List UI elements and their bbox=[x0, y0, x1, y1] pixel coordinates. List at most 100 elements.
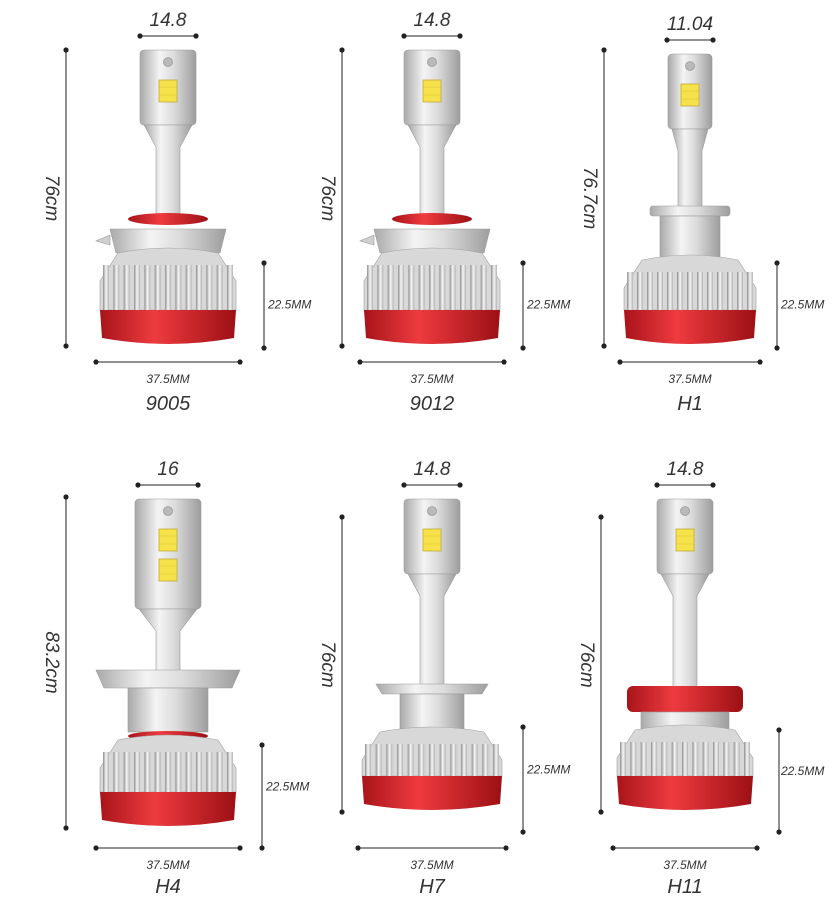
heatsink-fin bbox=[713, 742, 719, 776]
top-width-label: 14.8 bbox=[414, 10, 451, 31]
dimension-endpoint bbox=[401, 33, 407, 39]
bulb-neck bbox=[407, 573, 457, 691]
heatsink-fin bbox=[386, 744, 393, 776]
dimension-endpoint bbox=[401, 482, 407, 488]
dimension-endpoint bbox=[63, 494, 69, 500]
heatsink-fin bbox=[367, 265, 373, 310]
heatsink-fin bbox=[103, 752, 109, 792]
heatsink-height-label: 22.5MM bbox=[780, 764, 824, 778]
heatsink-fin bbox=[144, 752, 151, 792]
dimension-endpoint bbox=[601, 343, 607, 349]
overall-height-label: 76cm bbox=[317, 175, 338, 221]
heatsink-fin bbox=[418, 265, 425, 310]
bulb-illustration bbox=[95, 498, 241, 826]
heatsink-fin bbox=[747, 272, 753, 310]
dimension-endpoint bbox=[339, 809, 345, 815]
heatsink-fin bbox=[727, 272, 733, 310]
heatsink-fin bbox=[692, 742, 699, 776]
led-chip bbox=[158, 79, 178, 103]
overall-height-label: 83.2cm bbox=[41, 631, 62, 693]
heatsink-fin bbox=[175, 752, 182, 792]
heatsink-fin bbox=[196, 265, 202, 310]
heatsink-fins bbox=[616, 724, 754, 777]
heatsink-height-label: 22.5MM bbox=[267, 298, 311, 312]
screw-icon bbox=[427, 57, 437, 67]
heatsink-fin bbox=[377, 265, 384, 310]
dimension-endpoint bbox=[776, 727, 782, 733]
dimension-endpoint bbox=[93, 845, 99, 851]
heatsink-fin bbox=[113, 265, 120, 310]
heatsink-fins bbox=[99, 734, 237, 793]
heatsink-height-label: 22.5MM bbox=[526, 298, 570, 312]
heatsink-fin bbox=[482, 744, 489, 776]
bulb-neck bbox=[407, 124, 457, 216]
red-base bbox=[362, 776, 502, 810]
heatsink-fin bbox=[697, 272, 703, 310]
dimension-endpoint bbox=[457, 33, 463, 39]
heatsink-fin bbox=[733, 742, 740, 776]
heatsink-height-label: 22.5MM bbox=[780, 298, 824, 312]
heatsink-fin bbox=[651, 742, 657, 776]
flange-tab bbox=[95, 234, 111, 246]
heatsink-fin bbox=[387, 265, 394, 310]
top-width-label: 11.04 bbox=[667, 14, 713, 35]
dimension-endpoint bbox=[501, 359, 507, 365]
heatsink-fin bbox=[134, 752, 140, 792]
adapter-collar bbox=[659, 215, 721, 261]
base-width-label: 37.5MM bbox=[410, 372, 453, 386]
dimension-endpoint bbox=[63, 47, 69, 53]
dimension-endpoint bbox=[135, 482, 141, 488]
dimension-endpoint bbox=[710, 37, 716, 43]
heatsink-fin bbox=[677, 272, 683, 310]
dimension-endpoint bbox=[237, 359, 243, 365]
model-name: H7 bbox=[419, 876, 445, 898]
overall-height-label: 76cm bbox=[41, 175, 62, 221]
screw-icon bbox=[680, 506, 690, 516]
heatsink-fin bbox=[196, 752, 202, 792]
dimension-endpoint bbox=[601, 47, 607, 53]
heatsink-fin bbox=[103, 265, 109, 310]
base-width-label: 37.5MM bbox=[410, 858, 453, 872]
heatsink-fin bbox=[165, 752, 171, 792]
top-width-label: 14.8 bbox=[150, 10, 187, 31]
heatsink-fin bbox=[707, 272, 713, 310]
heatsink-fin bbox=[682, 742, 688, 776]
dimension-endpoint bbox=[774, 260, 780, 266]
heatsink-fin bbox=[175, 265, 182, 310]
screw-icon bbox=[163, 57, 173, 67]
model-name: H1 bbox=[677, 393, 703, 415]
heatsink-fin bbox=[429, 744, 435, 776]
heatsink-fin bbox=[470, 265, 477, 310]
heatsink-height-label: 22.5MM bbox=[526, 763, 570, 777]
dimension-endpoint bbox=[261, 345, 267, 351]
bulb-illustration bbox=[95, 49, 237, 344]
heatsink-fin bbox=[113, 752, 120, 792]
heatsink-fin bbox=[671, 742, 678, 776]
heatsink-fins bbox=[99, 247, 237, 311]
dimension-endpoint bbox=[654, 482, 660, 488]
heatsink-fin bbox=[227, 752, 233, 792]
heatsink-fins bbox=[623, 254, 757, 311]
overall-height-label: 76cm bbox=[317, 641, 338, 687]
overall-height-label: 76.7cm bbox=[579, 167, 600, 229]
heatsink-fin bbox=[375, 744, 382, 776]
dimension-endpoint bbox=[598, 514, 604, 520]
heatsink-fins bbox=[361, 726, 503, 777]
base-width-label: 37.5MM bbox=[146, 858, 189, 872]
heatsink-fin bbox=[123, 265, 130, 310]
heatsink-fin bbox=[449, 265, 456, 310]
heatsink-fin bbox=[647, 272, 653, 310]
dimension-endpoint bbox=[617, 359, 623, 365]
heatsink-fin bbox=[723, 742, 730, 776]
led-chip bbox=[158, 558, 178, 582]
heatsink-fin bbox=[407, 744, 414, 776]
heatsink-fin bbox=[640, 742, 647, 776]
heatsink-fin bbox=[480, 265, 487, 310]
heatsink-fin bbox=[461, 744, 467, 776]
heatsink-fin bbox=[397, 744, 403, 776]
